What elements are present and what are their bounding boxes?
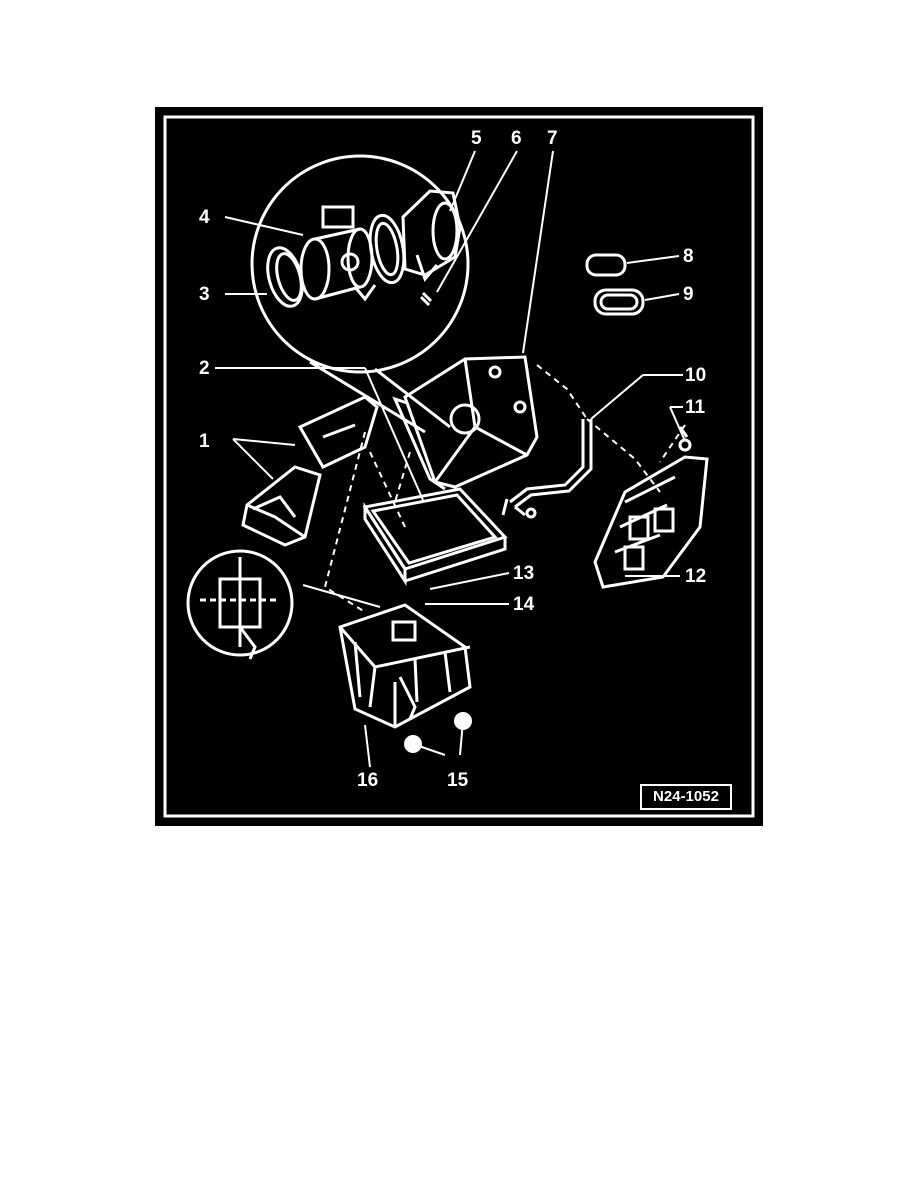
leader-lines [215, 150, 686, 768]
callout-13: 13 [513, 563, 535, 584]
callout-7: 7 [547, 128, 558, 149]
hose-10-part [501, 419, 593, 519]
bolt-6-part [419, 291, 433, 307]
upper-housing-part [392, 355, 539, 491]
gasket-9-part [593, 288, 645, 316]
callout-1: 1 [199, 431, 210, 452]
inner-frame [163, 115, 755, 818]
intake-connection-part [401, 189, 462, 282]
reference-code-box: N24-1052 [640, 784, 732, 810]
callout-9: 9 [683, 284, 694, 305]
air-mass-meter-part [299, 205, 377, 302]
callout-12: 12 [685, 566, 707, 587]
callout-16: 16 [357, 770, 379, 791]
intake-duct-part [241, 395, 379, 547]
callout-15: 15 [447, 770, 469, 791]
callout-14: 14 [513, 594, 535, 615]
cover-12-part [593, 455, 709, 589]
diagram-artwork [163, 115, 755, 818]
clip-11-part [678, 426, 692, 452]
callout-10: 10 [685, 365, 707, 386]
gasket-8-part [585, 253, 627, 277]
callout-6: 6 [511, 128, 522, 149]
callout-3: 3 [199, 284, 210, 305]
callout-8: 8 [683, 246, 694, 267]
callout-11: 11 [685, 397, 706, 418]
lower-housing-part [338, 603, 472, 729]
callout-5: 5 [471, 128, 482, 149]
callout-2: 2 [199, 358, 210, 379]
detail-circle-clamp [186, 549, 294, 660]
air-filter-element-part [362, 487, 508, 587]
exploded-diagram: 1 2 3 4 5 6 7 8 9 10 11 12 13 14 15 16 N… [155, 107, 763, 826]
callout-4: 4 [199, 207, 210, 228]
assembly-guide-lines [323, 364, 686, 613]
